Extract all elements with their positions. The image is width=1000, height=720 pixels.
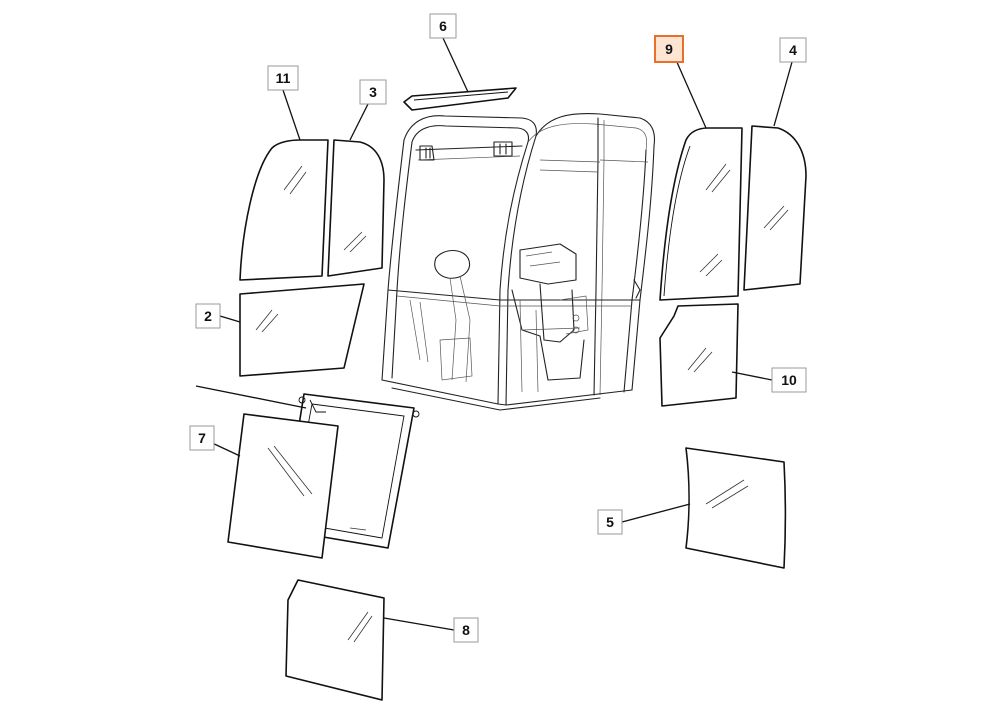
svg-text:5: 5: [606, 514, 614, 530]
svg-text:9: 9: [665, 41, 673, 57]
callout-7: 7: [189, 425, 215, 451]
svg-text:3: 3: [369, 84, 377, 100]
svg-text:10: 10: [781, 372, 797, 388]
glass-part-2: [239, 283, 365, 377]
glass-part-5: [685, 447, 787, 569]
callout-11: 11: [267, 65, 299, 91]
leader-11: [282, 89, 301, 141]
callout-9: 9: [654, 35, 684, 63]
glass-part-3: [327, 139, 385, 277]
svg-text:2: 2: [204, 308, 212, 324]
callout-3: 3: [359, 79, 387, 105]
cab-frame: [381, 113, 656, 411]
callout-5: 5: [597, 509, 623, 535]
leader-3: [349, 99, 371, 141]
glass-part-11: [239, 139, 329, 281]
leader-2: [219, 315, 241, 323]
callout-8: 8: [453, 617, 479, 643]
leader-4: [773, 61, 793, 127]
leader-7: [209, 441, 241, 457]
leader-5: [621, 503, 691, 523]
leader-6: [442, 37, 469, 93]
svg-text:4: 4: [789, 42, 797, 58]
glass-part-9: [659, 127, 743, 301]
leader-10: [731, 371, 773, 381]
callout-6: 6: [429, 13, 457, 39]
callout-10: 10: [771, 367, 807, 393]
leader-lines: [209, 37, 793, 631]
leader-9: [675, 59, 707, 129]
glass-part-7: [195, 385, 420, 559]
svg-text:8: 8: [462, 622, 470, 638]
svg-text:7: 7: [198, 430, 206, 446]
leader-8: [383, 617, 455, 631]
glass-part-4: [743, 125, 807, 291]
glass-part-10: [659, 303, 739, 407]
callout-4: 4: [779, 37, 807, 63]
svg-text:11: 11: [276, 70, 291, 86]
callout-2: 2: [195, 303, 221, 329]
glass-part-8: [285, 579, 385, 701]
svg-text:6: 6: [439, 18, 447, 34]
glass-part-6: [403, 87, 517, 111]
